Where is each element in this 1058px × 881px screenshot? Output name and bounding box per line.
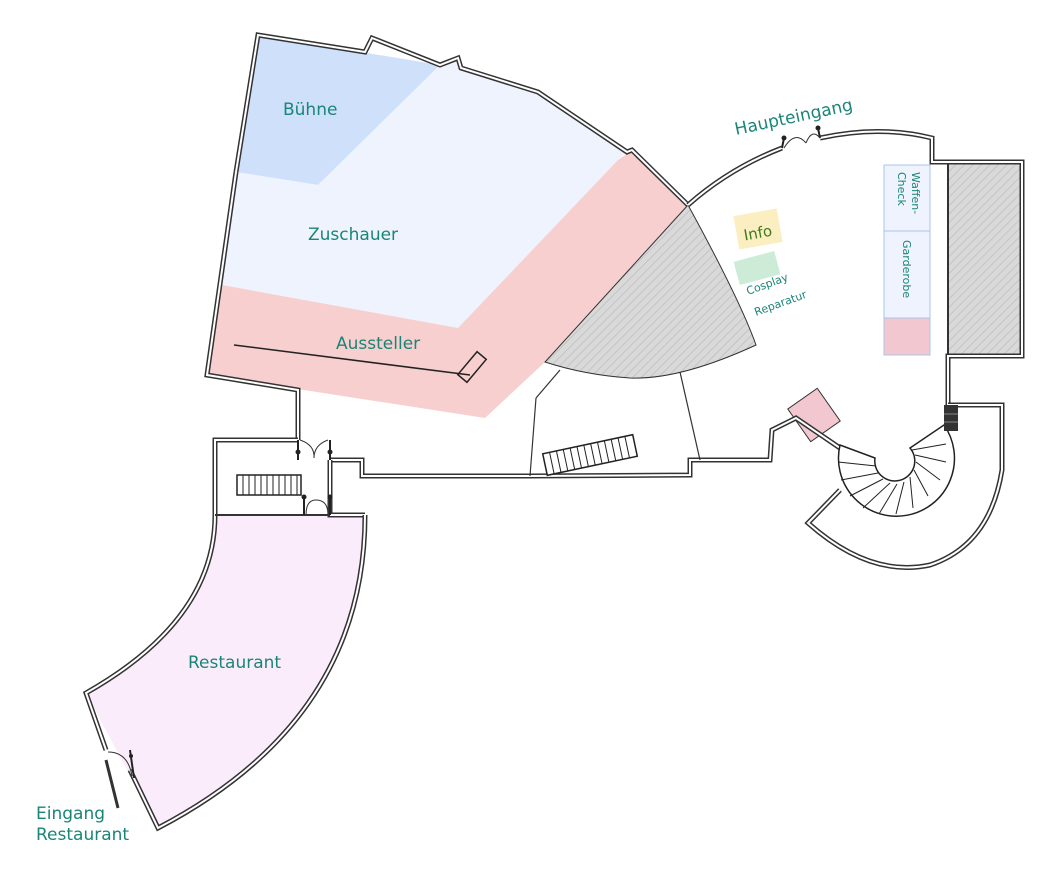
restaurant-entrance-door-icon — [107, 749, 135, 779]
cloakroom-red-box — [883, 317, 931, 356]
main-entrance-door-icon — [781, 125, 821, 149]
restaurant-label: Restaurant — [188, 653, 281, 673]
restaurant-entrance-label-line2: Restaurant — [36, 825, 129, 845]
stairs-left — [236, 474, 302, 496]
exhibitor-label: Aussteller — [336, 334, 420, 354]
double-door-icon-top — [295, 439, 333, 460]
hatched-area-center — [544, 204, 757, 379]
exhibitor-area — [207, 150, 688, 418]
stage-area — [236, 35, 440, 185]
weapons-check-label-line1: Waffen- — [909, 172, 922, 214]
double-door-icon-bottom — [301, 494, 333, 516]
audience-label: Zuschauer — [308, 225, 398, 245]
building-walls — [82, 32, 1025, 832]
cloakroom-garderobe — [883, 230, 931, 319]
restaurant-area — [86, 515, 365, 828]
interior-lines — [233, 344, 701, 477]
cloakroom-weapons-check — [883, 164, 931, 232]
cloakroom-label: Garderobe — [900, 240, 913, 298]
stage-label: Bühne — [283, 100, 337, 120]
cosplay-repair-desk — [733, 250, 781, 286]
audience-area — [222, 58, 627, 328]
spiral-staircase — [837, 405, 958, 517]
info-desk — [733, 208, 783, 250]
red-booth-right — [787, 387, 841, 443]
restaurant-entrance-label-line1: Eingang — [36, 804, 105, 824]
stairs-center — [541, 433, 639, 477]
hatched-area-right — [947, 161, 1023, 357]
weapons-check-label-line2: Check — [895, 172, 908, 206]
info-label: Info — [742, 222, 773, 245]
